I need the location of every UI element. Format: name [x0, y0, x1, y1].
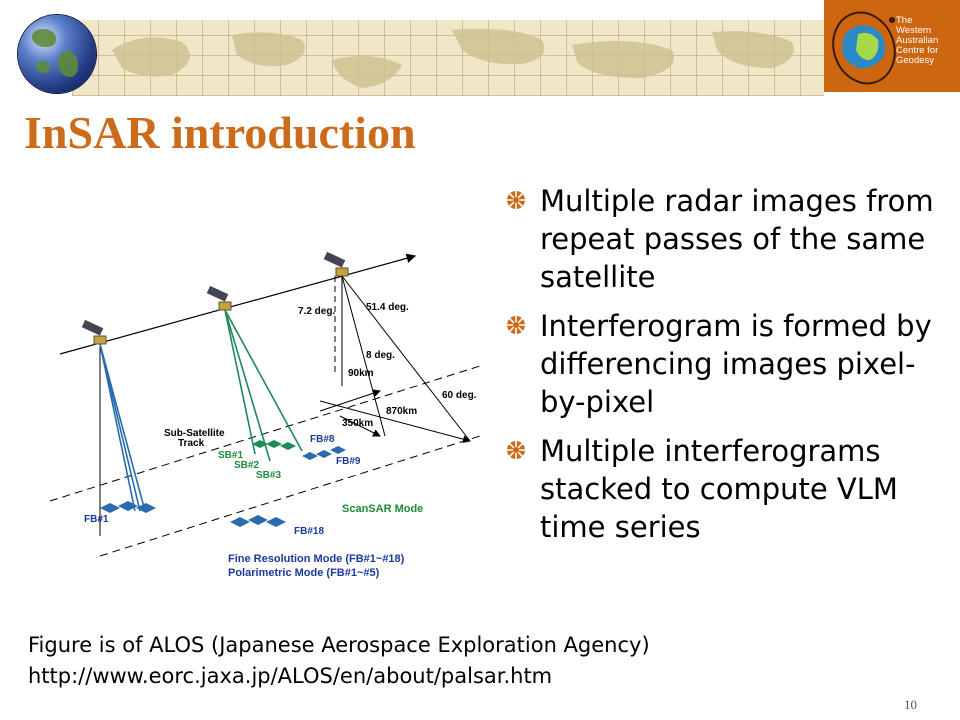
- logo-line-1: The: [896, 15, 913, 26]
- track-label: Track: [178, 438, 205, 449]
- page-number: 10: [904, 697, 917, 712]
- orbit-line: [59, 253, 417, 355]
- bullet-item: Interferogram is formed by differencing …: [506, 307, 946, 421]
- beam-label: FB#18: [294, 526, 324, 537]
- bullet-text: Interferogram is formed by differencing …: [540, 309, 932, 419]
- caption-line: Figure is of ALOS (Japanese Aerospace Ex…: [28, 633, 650, 657]
- bullet-text: Multiple radar images from repeat passes…: [540, 184, 934, 294]
- caption-url: http://www.eorc.jaxa.jp/ALOS/en/about/pa…: [28, 664, 553, 688]
- logo-line-2: Western: [896, 25, 932, 36]
- angle-label: 51.4 deg.: [366, 302, 409, 313]
- angle-label: 7.2 deg.: [298, 306, 335, 317]
- beam-label: FB#9: [336, 456, 361, 467]
- logo-text: The Western Australian Centre for Geodes…: [896, 16, 958, 66]
- header-banner: [10, 8, 824, 96]
- distance-label: 870km: [386, 406, 417, 417]
- bullet-item: Multiple interferograms stacked to compu…: [506, 432, 946, 546]
- wacg-logo: The Western Australian Centre for Geodes…: [824, 0, 960, 92]
- mode-label: Fine Resolution Mode (FB#1~#18): [228, 553, 405, 565]
- beam-label: FB#1: [84, 514, 109, 525]
- distance-label: 90km: [348, 368, 374, 379]
- track-label: Sub-Satellite: [164, 428, 225, 439]
- satellite-icon: [81, 319, 107, 345]
- beam-label: SB#2: [234, 460, 259, 471]
- mode-label: Polarimetric Mode (FB#1~#5): [228, 567, 380, 579]
- beam-label: FB#8: [310, 434, 335, 445]
- satellite-icon: [323, 251, 349, 277]
- mode-label: ScanSAR Mode: [342, 503, 423, 515]
- distance-label: 350km: [342, 418, 373, 429]
- angle-label: 60 deg.: [442, 390, 477, 401]
- bullet-icon: [507, 441, 525, 459]
- alos-palsar-figure: 7.2 deg. 51.4 deg. 8 deg. 60 deg. 90km 8…: [40, 236, 500, 596]
- satellite-icon: [206, 285, 232, 311]
- bullet-item: Multiple radar images from repeat passes…: [506, 182, 946, 296]
- beam-label: SB#1: [218, 450, 243, 461]
- logo-line-4: Centre for: [896, 45, 939, 56]
- bullet-icon: [507, 191, 525, 209]
- australia-orbit-icon: [832, 11, 896, 85]
- bullet-list: Multiple radar images from repeat passes…: [506, 182, 946, 557]
- world-map-strip: [72, 20, 824, 96]
- bullet-text: Multiple interferograms stacked to compu…: [540, 434, 898, 544]
- logo-line-5: Geodesy: [896, 55, 935, 66]
- bullet-icon: [507, 316, 525, 334]
- figure-caption: Figure is of ALOS (Japanese Aerospace Ex…: [28, 630, 650, 692]
- logo-line-3: Australian: [896, 35, 939, 46]
- globe-icon: [18, 15, 96, 93]
- angle-label: 8 deg.: [366, 350, 395, 361]
- slide-title: InSAR introduction: [24, 107, 416, 158]
- beam-label: SB#3: [256, 470, 281, 481]
